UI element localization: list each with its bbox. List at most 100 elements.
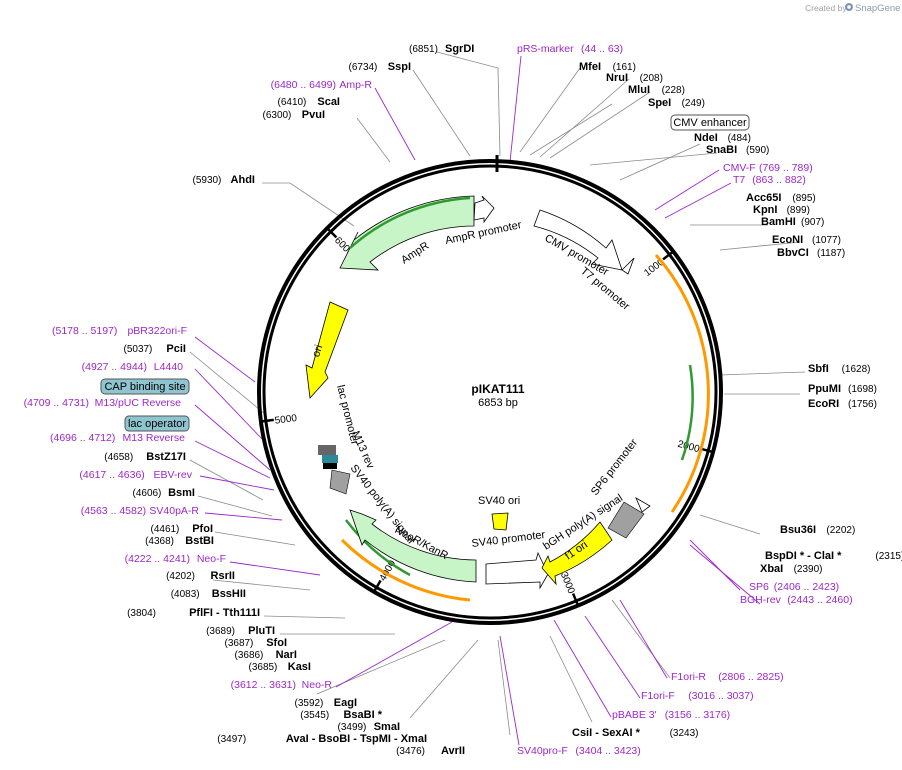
- svg-text:Bsu36I: Bsu36I: [780, 524, 816, 536]
- svg-text:pBABE 3': pBABE 3': [612, 709, 657, 721]
- svg-text:BbvCI: BbvCI: [777, 247, 809, 259]
- svg-text:NruI: NruI: [606, 72, 628, 84]
- svg-text:(2315): (2315): [875, 551, 902, 562]
- feature-f1ori-arrow: [541, 521, 613, 586]
- svg-text:BamHI: BamHI: [761, 216, 796, 228]
- svg-text:(5178 .. 5197): (5178 .. 5197): [52, 325, 117, 337]
- tick-mark: [571, 593, 579, 606]
- feature-neor-arrow: [349, 509, 477, 583]
- enzyme-label: BspDI * - ClaI *(2315): [765, 550, 902, 562]
- snapgene-logo-icon: [845, 3, 853, 11]
- primer-label: pBR322ori-F(5178 .. 5197): [52, 325, 187, 337]
- orf-green: [344, 364, 694, 577]
- right-labels: SgrDI(6851)pRS-marker(44 .. 63)MfeI(161)…: [409, 43, 902, 757]
- primer-label: EBV-rev (4617 .. 4636): [79, 469, 192, 481]
- feature-ampr-promoter-arrow: [473, 195, 495, 224]
- svg-text:(249): (249): [682, 98, 705, 109]
- svg-text:BstZ17I: BstZ17I: [146, 451, 186, 463]
- feature-label-sv40-ori: SV40 ori: [478, 495, 520, 507]
- svg-text:ScaI: ScaI: [317, 96, 340, 108]
- boxed-label-lac-operator: lac operator: [124, 415, 190, 432]
- svg-text:MluI: MluI: [628, 84, 650, 96]
- enzyme-label: BssHII(4083): [171, 588, 246, 600]
- primer-label: pRS-marker(44 .. 63): [517, 43, 623, 55]
- enzyme-label: SnaBI(590): [706, 144, 769, 156]
- svg-text:(1628): (1628): [842, 364, 871, 375]
- svg-text:(3243): (3243): [670, 728, 699, 739]
- svg-text:SspI: SspI: [388, 61, 411, 73]
- tick-label: 5000: [274, 413, 298, 427]
- svg-text:Amp-R: Amp-R: [339, 79, 372, 91]
- enzyme-label: PciI(5037): [123, 343, 186, 355]
- enzyme-label: SbfI(1628): [808, 363, 871, 375]
- svg-text:PvuI: PvuI: [302, 109, 325, 121]
- svg-text:KpnI: KpnI: [753, 204, 777, 216]
- svg-text:(3497): (3497): [217, 734, 246, 745]
- enzyme-label: NruI(208): [606, 72, 663, 84]
- enzyme-label: BamHI(907): [761, 216, 824, 228]
- svg-text:BsaBI *: BsaBI *: [343, 709, 382, 721]
- svg-text:(4222 .. 4241): (4222 .. 4241): [125, 553, 190, 565]
- svg-text:(4658): (4658): [104, 452, 133, 463]
- svg-text:(1756): (1756): [848, 399, 877, 410]
- enzyme-label: PpuMI(1698): [808, 383, 877, 395]
- feature-lac-region: [318, 445, 351, 495]
- svg-text:SV40pA-R: SV40pA-R: [149, 505, 199, 517]
- svg-text:(161): (161): [613, 62, 636, 73]
- enzyme-label: CsiI - SexAI *(3243): [572, 727, 699, 739]
- tick-label: 2000: [676, 439, 701, 456]
- svg-text:SgrDI: SgrDI: [445, 43, 474, 55]
- feature-sv40-promoter-arrow: [485, 551, 549, 590]
- svg-text:(895): (895): [792, 193, 815, 204]
- svg-text:CMV enhancer: CMV enhancer: [673, 117, 747, 129]
- svg-text:EagI: EagI: [334, 697, 357, 709]
- svg-text:(863 .. 882): (863 .. 882): [752, 174, 806, 186]
- svg-text:(4563 .. 4582): (4563 .. 4582): [81, 505, 146, 517]
- feature-label-ampr: AmpR: [399, 240, 431, 267]
- svg-text:(3404 .. 3423): (3404 .. 3423): [575, 745, 640, 757]
- feature-sv40ori-box: [491, 512, 509, 531]
- svg-text:(3156 .. 3176): (3156 .. 3176): [665, 709, 730, 721]
- svg-text:EBV-rev: EBV-rev: [153, 469, 192, 481]
- plasmid-length: 6853 bp: [478, 397, 518, 409]
- enzyme-label: NdeI(484): [694, 132, 751, 144]
- enzyme-label: NarI(3686): [234, 649, 297, 661]
- enzyme-label: SgrDI(6851): [409, 43, 474, 55]
- svg-text:(3592): (3592): [294, 698, 323, 709]
- svg-text:NarI: NarI: [276, 649, 297, 661]
- svg-text:(3476): (3476): [396, 746, 425, 757]
- feature-cmv-promoter-arrow: [533, 209, 623, 271]
- svg-text:SpeI: SpeI: [648, 97, 671, 109]
- svg-text:(3687): (3687): [224, 638, 253, 649]
- feature-ampr-arrow: [339, 195, 475, 271]
- svg-text:AvaI - BsoBI - TspMI - XmaI: AvaI - BsoBI - TspMI - XmaI: [286, 733, 427, 745]
- tick-mark: [327, 227, 338, 239]
- svg-text:Acc65I: Acc65I: [746, 192, 781, 204]
- svg-text:(4202): (4202): [166, 571, 195, 582]
- enzyme-label: BsmI(4606): [132, 487, 195, 499]
- svg-text:(590): (590): [746, 145, 769, 156]
- svg-text:L4440: L4440: [154, 361, 183, 373]
- svg-text:CMV-F: CMV-F: [723, 162, 756, 174]
- plasmid-name: pIKAT111: [471, 382, 524, 396]
- primer-label: pBABE 3' (3156 .. 3176): [612, 709, 730, 721]
- svg-text:(4461): (4461): [150, 524, 179, 535]
- svg-text:(4617 .. 4636): (4617 .. 4636): [79, 469, 144, 481]
- enzyme-label: SpeI (249): [648, 97, 705, 109]
- svg-text:(228): (228): [662, 85, 685, 96]
- svg-text:BstBI: BstBI: [185, 535, 214, 547]
- svg-text:(4368): (4368): [145, 536, 174, 547]
- enzyme-label: PflFI - Tth111I(3804): [127, 607, 260, 619]
- svg-text:PpuMI: PpuMI: [808, 383, 841, 395]
- svg-text:(6734): (6734): [348, 62, 377, 73]
- enzyme-label: EcoNI(1077): [772, 234, 841, 246]
- credit-text: Created by: [805, 3, 847, 13]
- enzyme-label: BbvCI(1187): [777, 247, 845, 259]
- boxed-label-cap-binding-site: CAP binding site: [100, 378, 190, 395]
- svg-text:M13/pUC Reverse: M13/pUC Reverse: [95, 397, 182, 409]
- svg-text:EcoNI: EcoNI: [772, 234, 803, 246]
- svg-text:(6410): (6410): [277, 97, 306, 108]
- enzyme-label: RsrII(4202): [166, 570, 235, 582]
- primer-label: Amp-R(6480 .. 6499): [271, 79, 373, 91]
